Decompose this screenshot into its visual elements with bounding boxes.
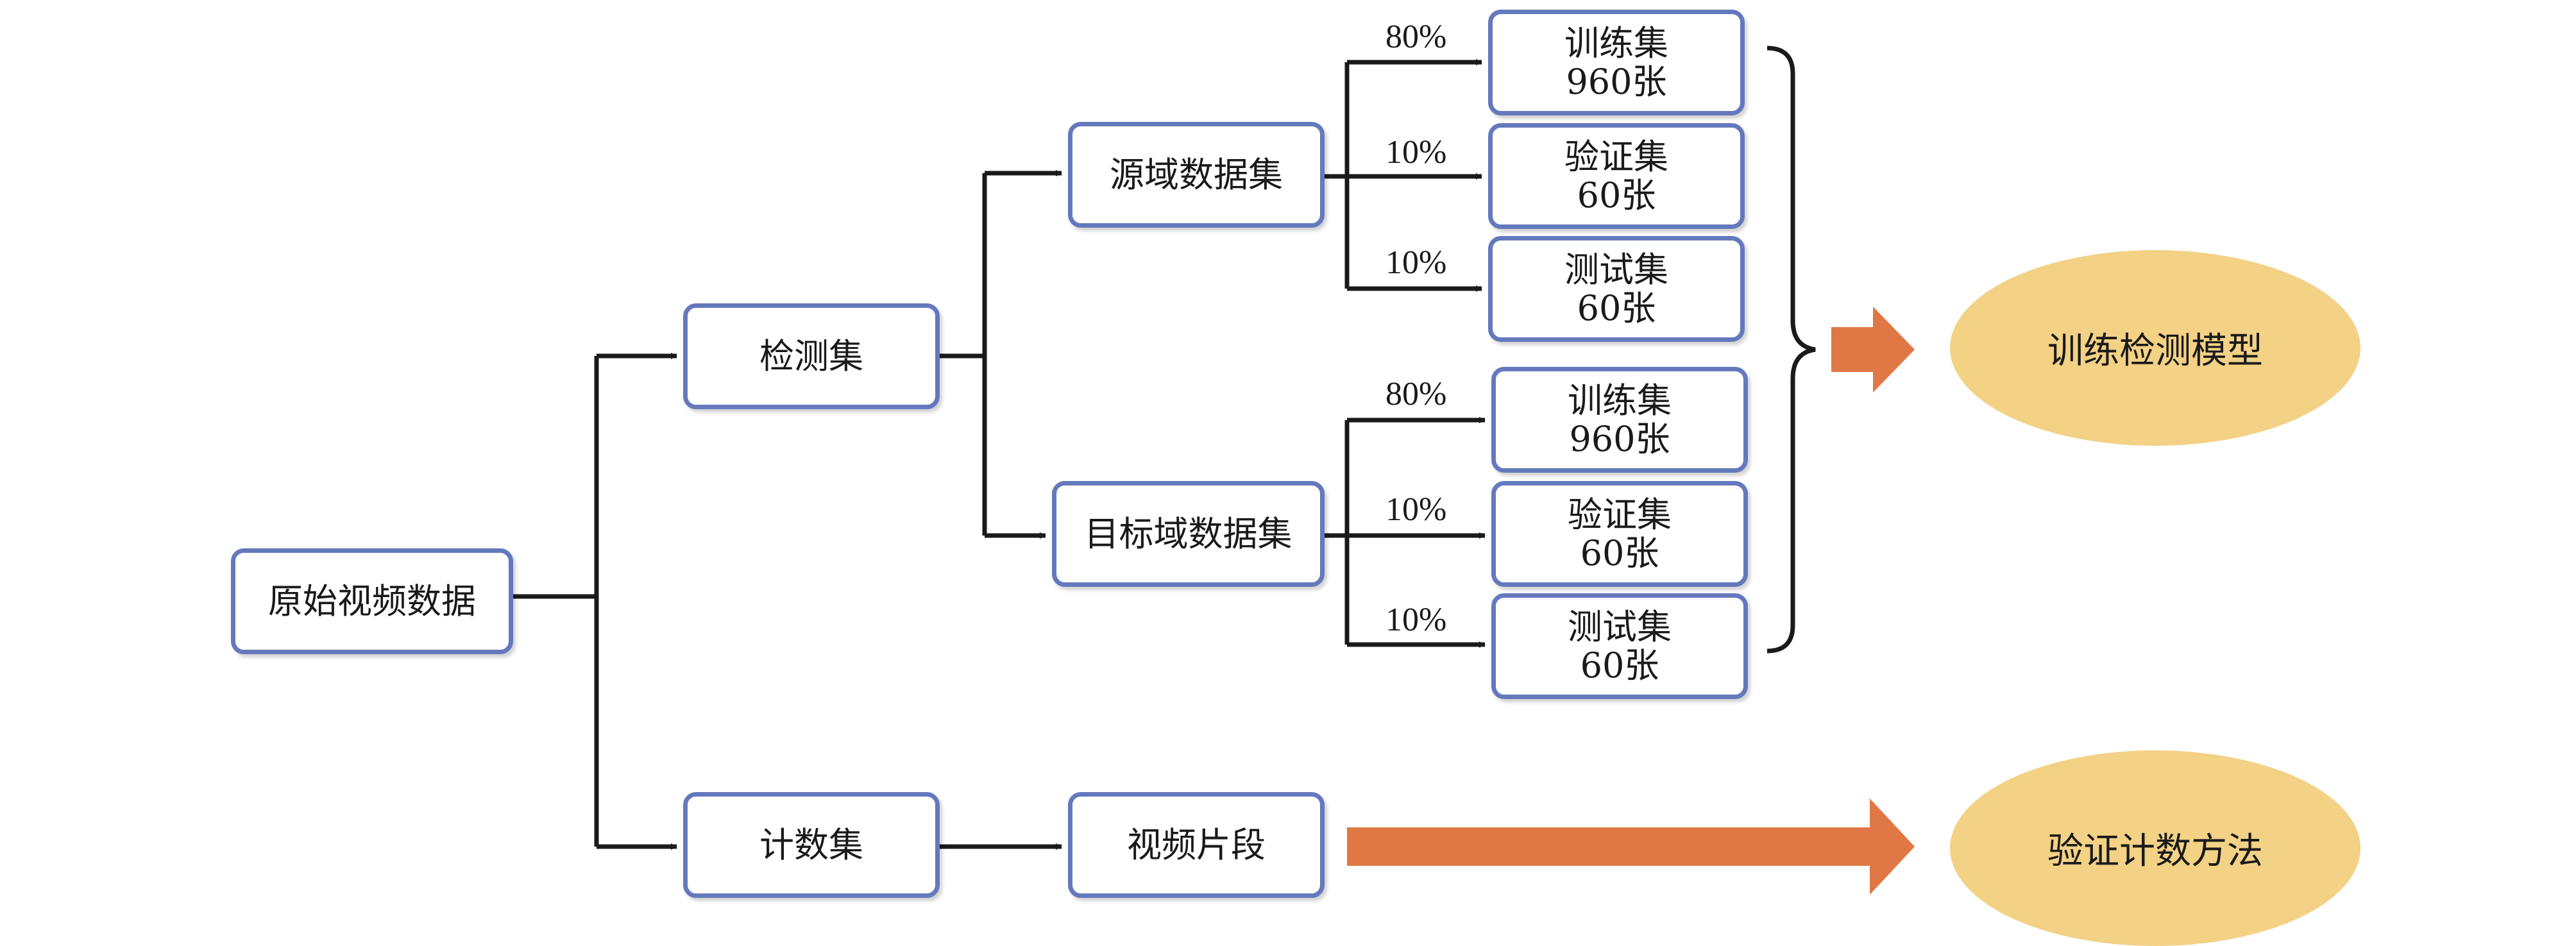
detection-set-node: 检测集 <box>683 303 940 409</box>
source-domain-label: 源域数据集 <box>1110 154 1283 195</box>
target-test-count: 60张 <box>1580 645 1659 686</box>
video-clip-label: 视频片段 <box>1127 824 1266 865</box>
source-val-name: 验证集 <box>1564 137 1668 178</box>
source-train-pct: 80% <box>1385 19 1447 55</box>
target-val-pct: 10% <box>1385 491 1447 528</box>
target-test-node: 测试集 60张 <box>1491 593 1748 699</box>
verify-counting-ellipse: 验证计数方法 <box>1950 750 2360 946</box>
arrow-to-verify-counting <box>1347 798 1915 895</box>
verify-counting-label: 验证计数方法 <box>2047 831 2263 872</box>
source-test-count: 60张 <box>1577 287 1656 328</box>
source-domain-node: 源域数据集 <box>1068 122 1325 228</box>
count-set-label: 计数集 <box>759 824 863 865</box>
curly-brace <box>1767 46 1816 654</box>
target-test-name: 测试集 <box>1568 607 1672 648</box>
target-domain-label: 目标域数据集 <box>1084 513 1292 554</box>
target-test-pct: 10% <box>1385 602 1447 638</box>
video-clip-node: 视频片段 <box>1068 792 1325 898</box>
root-node: 原始视频数据 <box>231 548 513 654</box>
arrow-to-train-model <box>1831 307 1915 393</box>
target-train-count: 960张 <box>1569 418 1670 459</box>
target-train-node: 训练集 960张 <box>1491 367 1748 473</box>
source-train-name: 训练集 <box>1564 23 1668 64</box>
source-test-node: 测试集 60张 <box>1488 236 1745 342</box>
target-train-name: 训练集 <box>1568 380 1672 421</box>
detection-set-label: 检测集 <box>759 335 863 376</box>
source-test-pct: 10% <box>1385 244 1447 281</box>
target-val-count: 60张 <box>1580 532 1659 573</box>
source-val-count: 60张 <box>1577 174 1656 215</box>
count-set-node: 计数集 <box>683 792 940 898</box>
source-test-name: 测试集 <box>1564 249 1668 291</box>
source-train-node: 训练集 960张 <box>1488 10 1745 115</box>
root-label: 原始视频数据 <box>268 580 476 621</box>
source-train-count: 960张 <box>1566 61 1667 102</box>
target-val-node: 验证集 60张 <box>1491 481 1748 587</box>
source-val-node: 验证集 60张 <box>1488 123 1745 229</box>
target-domain-node: 目标域数据集 <box>1052 481 1325 587</box>
train-model-ellipse: 训练检测模型 <box>1950 250 2360 446</box>
target-val-name: 验证集 <box>1568 494 1672 536</box>
source-val-pct: 10% <box>1385 134 1447 171</box>
target-train-pct: 80% <box>1385 376 1447 412</box>
train-model-label: 训练检测模型 <box>2047 330 2263 372</box>
